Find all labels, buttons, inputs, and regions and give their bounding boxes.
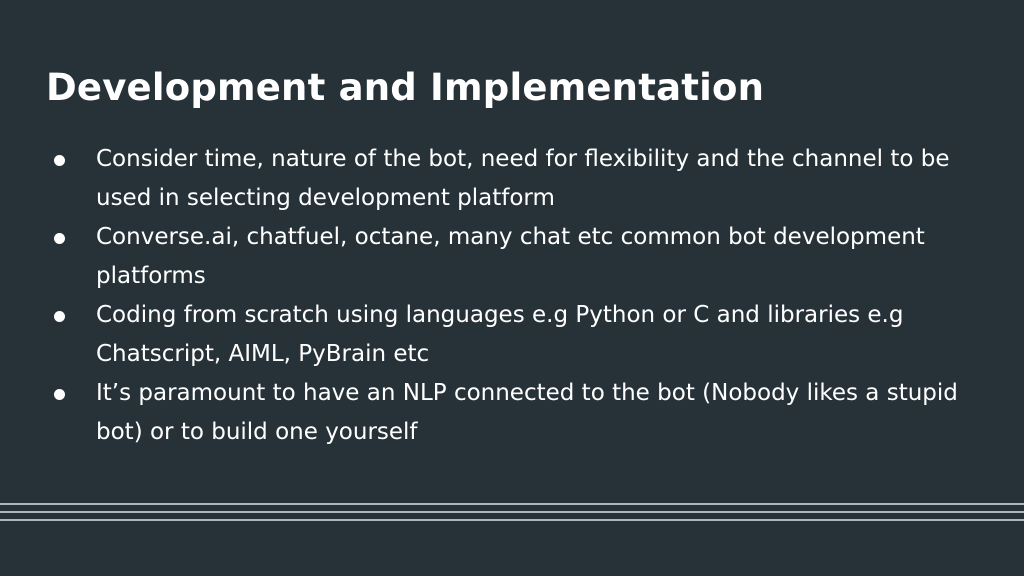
- bullet-item: Converse.ai, chatfuel, octane, many chat…: [46, 218, 996, 296]
- bullet-text: Coding from scratch using languages e.g …: [96, 302, 904, 367]
- footer-rule-line: [0, 511, 1024, 513]
- bullet-dot-icon: [46, 374, 96, 400]
- bullet-text: Converse.ai, chatfuel, octane, many chat…: [96, 224, 925, 289]
- bullet-text: It’s paramount to have an NLP connected …: [96, 380, 958, 445]
- bullet-item: Coding from scratch using languages e.g …: [46, 296, 996, 374]
- bullet-dot-icon: [46, 218, 96, 244]
- bullet-text: Consider time, nature of the bot, need f…: [96, 146, 950, 211]
- bullet-dot-icon: [46, 296, 96, 322]
- slide-title: Development and Implementation: [46, 66, 765, 109]
- bullet-dot-icon: [46, 140, 96, 166]
- footer-rule-line: [0, 503, 1024, 505]
- bullet-list: Consider time, nature of the bot, need f…: [46, 140, 996, 452]
- footer-rule-line: [0, 519, 1024, 521]
- bullet-item: It’s paramount to have an NLP connected …: [46, 374, 996, 452]
- bullet-item: Consider time, nature of the bot, need f…: [46, 140, 996, 218]
